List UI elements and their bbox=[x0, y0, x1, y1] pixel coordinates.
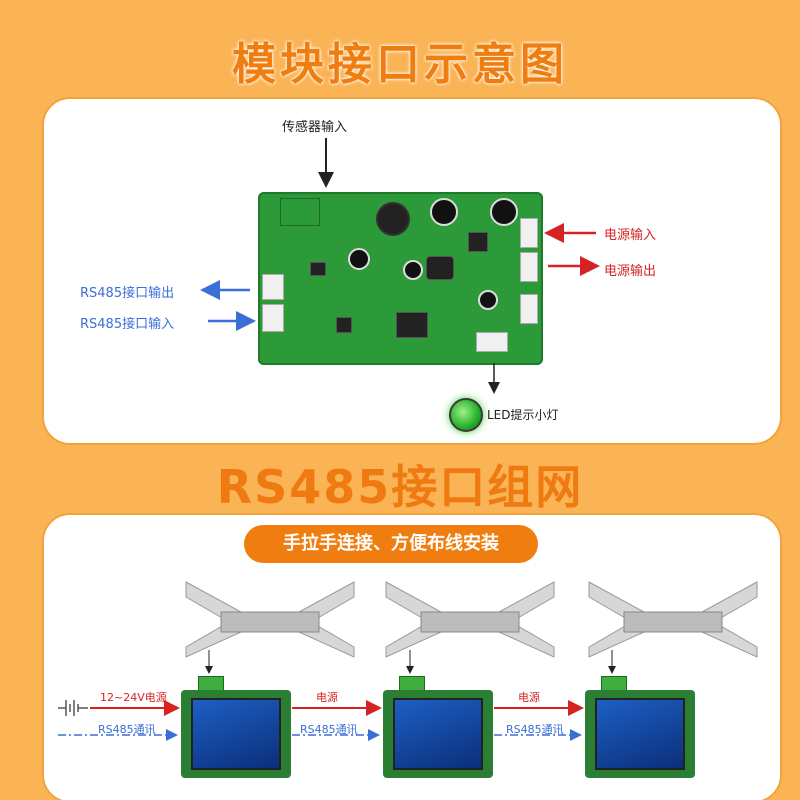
device-screen bbox=[191, 698, 281, 770]
inductor bbox=[426, 256, 454, 280]
rs485-output-label: RS485接口输出 bbox=[80, 286, 175, 301]
sensor-connector bbox=[280, 198, 320, 226]
power-input-connector bbox=[520, 218, 538, 248]
pcb-module-image bbox=[258, 192, 543, 365]
power-input-label: 电源输入 bbox=[604, 228, 657, 243]
power-label: 电源 bbox=[316, 691, 338, 704]
led-indicator bbox=[449, 398, 483, 432]
mounting-bracket bbox=[381, 577, 559, 659]
device-screen bbox=[393, 698, 483, 770]
power-output-label: 电源输出 bbox=[604, 264, 657, 279]
rs485-input-label: RS485接口输入 bbox=[80, 317, 175, 332]
section-title-interface: 模块接口示意图 bbox=[232, 39, 568, 90]
microcontroller-chip bbox=[396, 312, 428, 338]
capacitor bbox=[490, 198, 518, 226]
rs485-output-connector bbox=[262, 274, 284, 300]
display-module bbox=[585, 690, 695, 778]
mounting-bracket bbox=[584, 577, 762, 659]
device-screen bbox=[595, 698, 685, 770]
banner-pill: 手拉手连接、方便布线安装 bbox=[244, 525, 538, 563]
rs485-comm-label: RS485通讯 bbox=[98, 723, 156, 736]
power-label: 电源 bbox=[518, 691, 540, 704]
buzzer bbox=[376, 202, 410, 236]
capacitor bbox=[403, 260, 423, 280]
display-module bbox=[383, 690, 493, 778]
led-label: LED提示小灯 bbox=[487, 408, 559, 422]
rs485-input-connector bbox=[262, 304, 284, 332]
ic-chip bbox=[468, 232, 488, 252]
display-module bbox=[181, 690, 291, 778]
capacitor bbox=[478, 290, 498, 310]
mounting-bracket bbox=[181, 577, 359, 659]
power-output-connector bbox=[520, 252, 538, 282]
ic-chip bbox=[336, 317, 352, 333]
sensor-input-label: 传感器输入 bbox=[282, 120, 348, 135]
battery-icon bbox=[58, 700, 88, 716]
terminal-connector bbox=[520, 294, 538, 324]
rs485-comm-label: RS485通讯 bbox=[506, 723, 564, 736]
section-title-network: RS485接口组网 bbox=[216, 460, 584, 514]
capacitor bbox=[348, 248, 370, 270]
power-supply-label: 12~24V电源 bbox=[100, 691, 167, 704]
ic-chip bbox=[310, 262, 326, 276]
rs485-comm-label: RS485通讯 bbox=[300, 723, 358, 736]
capacitor bbox=[430, 198, 458, 226]
led-connector bbox=[476, 332, 508, 352]
